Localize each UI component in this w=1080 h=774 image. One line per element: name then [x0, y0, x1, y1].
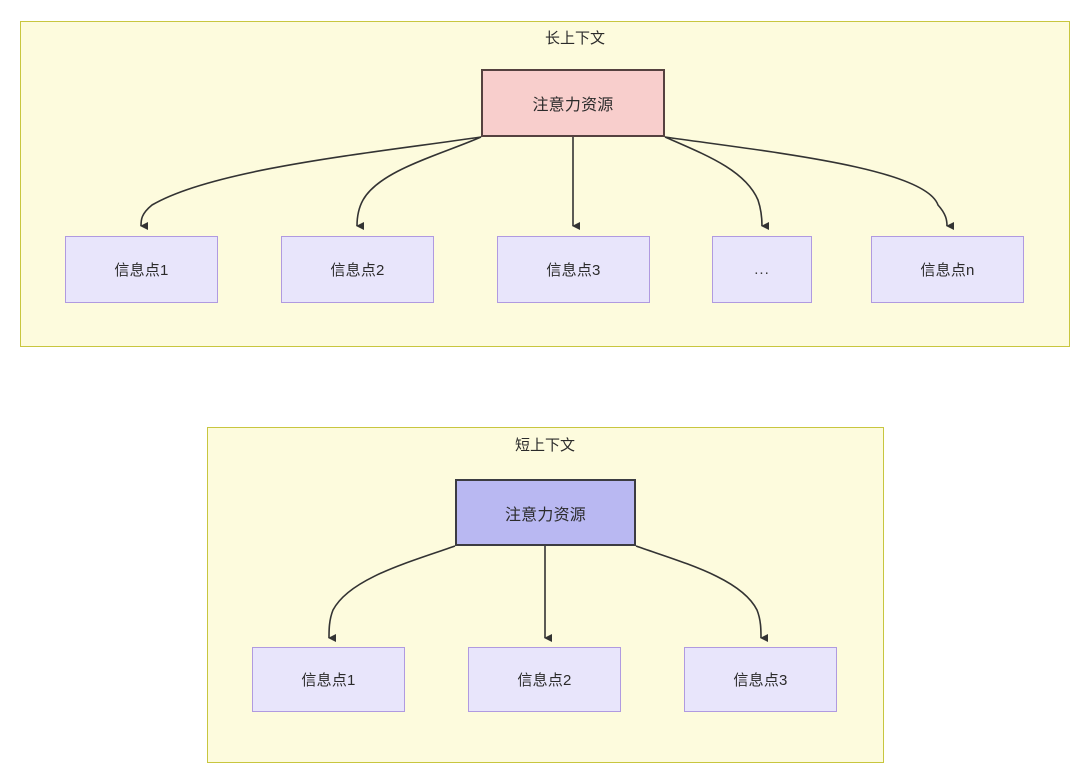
- node-info-point-3-long[interactable]: 信息点3: [497, 236, 650, 303]
- group-title-short-context: 短上下文: [514, 437, 575, 454]
- node-info-point-2-long[interactable]: 信息点2: [281, 236, 434, 303]
- edge-attention-to-info-ellipsis: [664, 136, 770, 230]
- edge-attention-to-info-2: [356, 136, 482, 231]
- node-info-point-1-short[interactable]: 信息点1: [252, 647, 405, 712]
- node-info-point-2-short[interactable]: 信息点2: [468, 647, 621, 712]
- edge-attention-to-info-n: [664, 136, 955, 230]
- node-info-point-ellipsis-long[interactable]: ...: [712, 236, 812, 303]
- node-attention-resource-short[interactable]: 注意力资源: [455, 479, 636, 546]
- node-info-point-1-long[interactable]: 信息点1: [65, 236, 218, 303]
- edge-attention-to-info-1: [140, 136, 482, 231]
- node-info-point-n-long[interactable]: 信息点n: [871, 236, 1024, 303]
- edge-attention-to-info-3-short: [635, 545, 769, 642]
- edge-attention-to-info-1-short: [328, 545, 456, 643]
- node-info-point-3-short[interactable]: 信息点3: [684, 647, 837, 712]
- group-title-long-context: 长上下文: [544, 30, 605, 47]
- node-attention-resource-long[interactable]: 注意力资源: [481, 69, 665, 137]
